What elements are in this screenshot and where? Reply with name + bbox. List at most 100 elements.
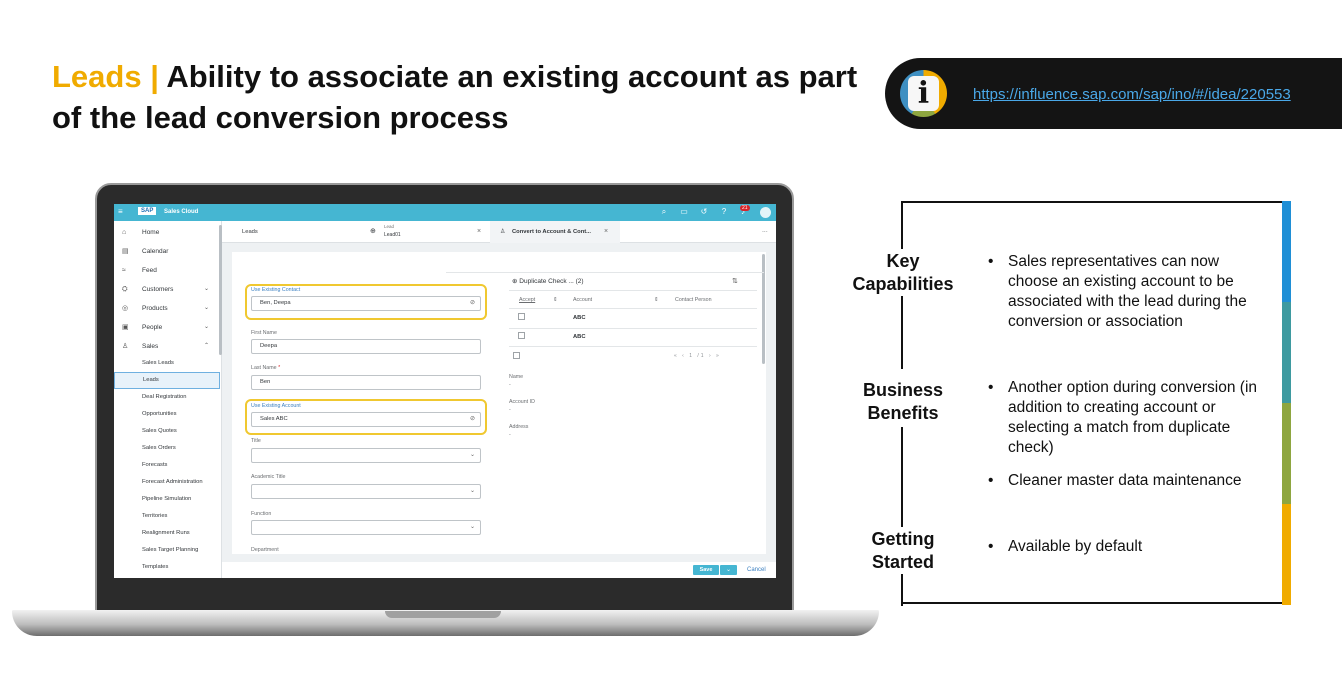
academic-title-select[interactable]: ⌄ bbox=[251, 484, 481, 499]
sort-icon[interactable]: ⇅ bbox=[732, 278, 738, 285]
help-icon[interactable]: ? bbox=[721, 207, 727, 216]
feedback-icon[interactable]: ▭ bbox=[680, 207, 688, 216]
color-bar-teal bbox=[1282, 302, 1291, 403]
pagination[interactable]: « ‹ 1 /1 › » bbox=[674, 353, 721, 359]
chevron-down-icon: ⌄ bbox=[204, 286, 210, 292]
table-row[interactable]: ABC bbox=[573, 315, 586, 321]
use-existing-account-input[interactable]: Sales ABC⊘ bbox=[251, 412, 481, 427]
column-account[interactable]: Account bbox=[573, 297, 593, 303]
products-icon: ◎ bbox=[122, 305, 129, 312]
sidebar-item-realignment-runs[interactable]: Realignment Runs bbox=[142, 530, 190, 536]
sidebar-item-customers[interactable]: ⛭Customers⌄ bbox=[114, 281, 220, 298]
duplicate-icon: ⊕ bbox=[512, 278, 518, 285]
first-name-input[interactable]: Deepa bbox=[251, 339, 481, 354]
title-select[interactable]: ⌄ bbox=[251, 448, 481, 463]
sidebar-item-opportunities[interactable]: Opportunities bbox=[142, 411, 177, 417]
sidebar-item-templates[interactable]: Templates bbox=[142, 564, 169, 570]
tab-overflow[interactable]: ··· bbox=[762, 229, 768, 235]
column-accept[interactable]: Accept bbox=[519, 297, 536, 303]
info-banner: i https://influence.sap.com/sap/ino/#/id… bbox=[885, 58, 1342, 129]
sidebar-item-home[interactable]: ⌂Home bbox=[114, 224, 220, 241]
sidebar-item-sales-quotes[interactable]: Sales Quotes bbox=[142, 428, 177, 434]
sidebar-item-forecasts[interactable]: Forecasts bbox=[142, 462, 168, 468]
color-bar-yellow bbox=[1282, 504, 1291, 605]
form-footer: Save ⌄ Cancel bbox=[222, 562, 776, 578]
link-icon[interactable]: ⊘ bbox=[469, 416, 475, 422]
table-header-top bbox=[509, 290, 757, 291]
function-label: Function bbox=[251, 511, 272, 517]
feed-icon: ≈ bbox=[122, 267, 126, 274]
sidebar-item-sales-target-planning[interactable]: Sales Target Planning bbox=[142, 547, 199, 553]
home-icon: ⌂ bbox=[122, 229, 127, 236]
save-button[interactable]: Save bbox=[693, 565, 719, 575]
function-select[interactable]: ⌄ bbox=[251, 520, 481, 535]
tab-lead01[interactable]: ⊕ Lead Lead01 × bbox=[364, 221, 489, 243]
title-accent: Leads | bbox=[52, 59, 159, 94]
table-row[interactable]: ABC bbox=[573, 334, 586, 340]
product-name: Sales Cloud bbox=[164, 209, 199, 215]
bell-icon[interactable]: ♪ bbox=[741, 207, 745, 216]
column-contact-person[interactable]: Contact Person bbox=[675, 297, 712, 303]
save-menu-button[interactable]: ⌄ bbox=[720, 565, 737, 575]
sidebar-item-sales[interactable]: ♙Sales⌃ bbox=[114, 338, 220, 355]
sidebar-item-calendar[interactable]: ▤Calendar bbox=[114, 243, 220, 260]
select-all-checkbox[interactable] bbox=[513, 352, 520, 359]
sidebar-item-pipeline-simulation[interactable]: Pipeline Simulation bbox=[142, 496, 192, 502]
laptop-notch bbox=[385, 611, 501, 618]
info-box bbox=[901, 201, 1285, 604]
sidebar-item-deal-registration[interactable]: Deal Registration bbox=[142, 394, 187, 400]
detail-address-value: - bbox=[509, 432, 511, 438]
detail-address-label: Address bbox=[509, 424, 529, 430]
sidebar-item-products[interactable]: ◎Products⌄ bbox=[114, 300, 220, 317]
accept-checkbox[interactable] bbox=[518, 313, 525, 320]
sidebar-item-forecast-administration[interactable]: Forecast Administration bbox=[142, 479, 203, 485]
chevron-down-icon: ⌄ bbox=[204, 324, 210, 330]
academic-title-label: Academic Title bbox=[251, 474, 286, 480]
title-text: Ability to associate an existing account… bbox=[52, 59, 858, 135]
row-divider bbox=[509, 328, 757, 329]
row-divider bbox=[509, 308, 757, 309]
shell-bar: ≡ SAP Sales Cloud ⌕ ▭ ↺ ? ♪ 21 bbox=[114, 204, 776, 221]
sidebar-item-sales-leads[interactable]: Sales Leads bbox=[142, 360, 174, 366]
close-icon[interactable]: × bbox=[604, 228, 609, 235]
row-divider bbox=[509, 346, 757, 347]
calendar-icon: ▤ bbox=[122, 248, 129, 255]
sidebar-item-feed[interactable]: ≈Feed bbox=[114, 262, 220, 279]
column-sort-icon[interactable]: ⇕ bbox=[553, 297, 558, 303]
customers-icon: ⛭ bbox=[122, 286, 128, 293]
accept-checkbox[interactable] bbox=[518, 332, 525, 339]
tab-convert[interactable]: ♙ Convert to Account & Cont... × bbox=[490, 221, 620, 243]
history-icon[interactable]: ↺ bbox=[700, 207, 708, 216]
highlight-existing-account bbox=[245, 399, 487, 435]
hamburger-icon[interactable]: ≡ bbox=[118, 207, 123, 216]
detail-account-id-label: Account ID bbox=[509, 399, 535, 405]
link-icon[interactable]: ⊘ bbox=[469, 300, 475, 306]
cancel-button[interactable]: Cancel bbox=[747, 567, 766, 573]
box-border bbox=[901, 201, 903, 249]
tab-leads[interactable]: Leads bbox=[242, 229, 258, 235]
close-icon[interactable]: × bbox=[477, 228, 482, 235]
use-existing-contact-input[interactable]: Ben, Deepa⊘ bbox=[251, 296, 481, 311]
column-sort-icon[interactable]: ⇕ bbox=[654, 297, 659, 303]
use-existing-contact-label: Use Existing Contact bbox=[251, 287, 301, 293]
sidebar-scrollbar[interactable] bbox=[219, 225, 222, 355]
key-capabilities-label: Key Capabilities bbox=[846, 250, 960, 296]
sidebar-item-territories[interactable]: Territories bbox=[142, 513, 168, 519]
chevron-up-icon: ⌃ bbox=[204, 343, 210, 349]
content-scrollbar[interactable] bbox=[762, 254, 765, 364]
sidebar-item-leads[interactable]: Leads bbox=[114, 372, 220, 389]
color-bar-green bbox=[1282, 403, 1291, 504]
influence-link[interactable]: https://influence.sap.com/sap/ino/#/idea… bbox=[973, 86, 1291, 103]
sales-icon: ♙ bbox=[122, 343, 129, 350]
title-label: Title bbox=[251, 438, 261, 444]
sidebar-item-sales-orders[interactable]: Sales Orders bbox=[142, 445, 176, 451]
convert-icon: ♙ bbox=[500, 229, 506, 235]
chevron-down-icon: ⌄ bbox=[469, 524, 475, 530]
last-name-label: Last Name * bbox=[251, 365, 281, 371]
avatar[interactable] bbox=[760, 207, 771, 218]
search-icon[interactable]: ⌕ bbox=[661, 207, 667, 216]
app-screen: ≡ SAP Sales Cloud ⌕ ▭ ↺ ? ♪ 21 ⌂Home ▤Ca… bbox=[114, 204, 776, 578]
sidebar-item-people[interactable]: ▣People⌄ bbox=[114, 319, 220, 336]
last-name-input[interactable]: Ben bbox=[251, 375, 481, 390]
